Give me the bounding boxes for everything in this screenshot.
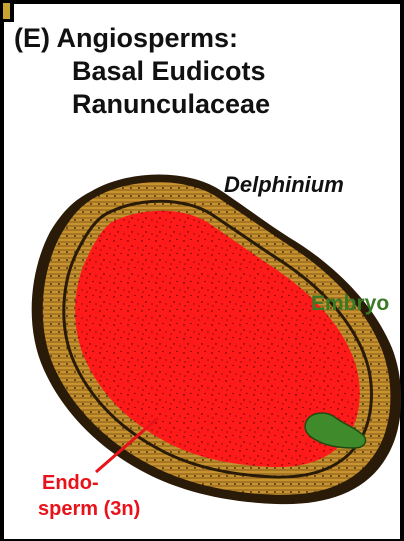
- endosperm-label-line-1: Endo-: [38, 470, 140, 496]
- embryo-label: Embryo: [311, 292, 389, 316]
- title-line-2: Basal Eudicots: [14, 55, 394, 88]
- figure-title: (E) Angiosperms: Basal Eudicots Ranuncul…: [14, 22, 394, 121]
- title-line-1: (E) Angiosperms:: [14, 22, 394, 55]
- genus-label: Delphinium: [224, 172, 344, 198]
- title-line-3: Ranunculaceae: [14, 88, 394, 121]
- endosperm-label-line-2: sperm (3n): [38, 496, 140, 522]
- endosperm-label: Endo- sperm (3n): [38, 470, 140, 522]
